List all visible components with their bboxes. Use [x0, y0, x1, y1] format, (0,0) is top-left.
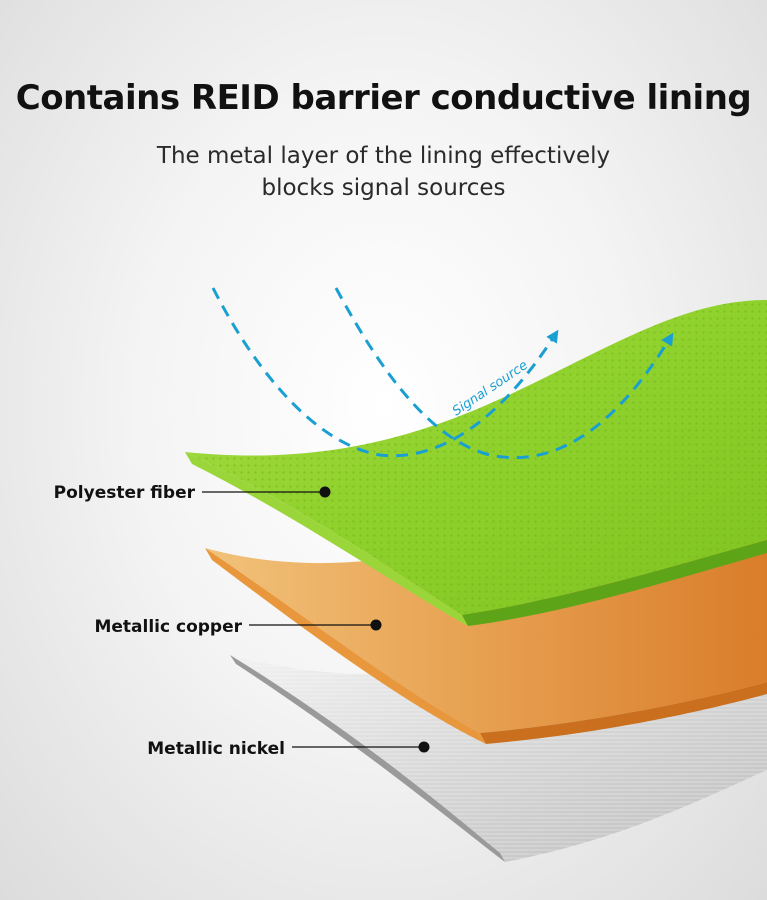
marker-dot-polyester: [319, 486, 331, 498]
signal-path-left: [211, 287, 559, 458]
label-metallic-nickel: Metallic nickel: [147, 739, 285, 759]
label-polyester-fiber: Polyester fiber: [54, 483, 196, 503]
page-title: Contains REID barrier conductive lining: [15, 78, 752, 118]
page-subtitle: The metal layer of the lining effectivel…: [0, 140, 767, 204]
subtitle-line-2: blocks signal sources: [261, 175, 506, 201]
label-metallic-copper: Metallic copper: [94, 617, 242, 637]
marker-dot-nickel: [418, 741, 430, 753]
callout-copper: Metallic copper: [94, 617, 382, 637]
signal-path-right: [334, 287, 674, 460]
callout-nickel: Metallic nickel: [147, 739, 430, 759]
callout-polyester: Polyester fiber: [54, 483, 331, 503]
marker-dot-copper: [370, 619, 382, 631]
polyester-layer: [185, 300, 767, 626]
subtitle-line-1: The metal layer of the lining effectivel…: [156, 143, 611, 169]
